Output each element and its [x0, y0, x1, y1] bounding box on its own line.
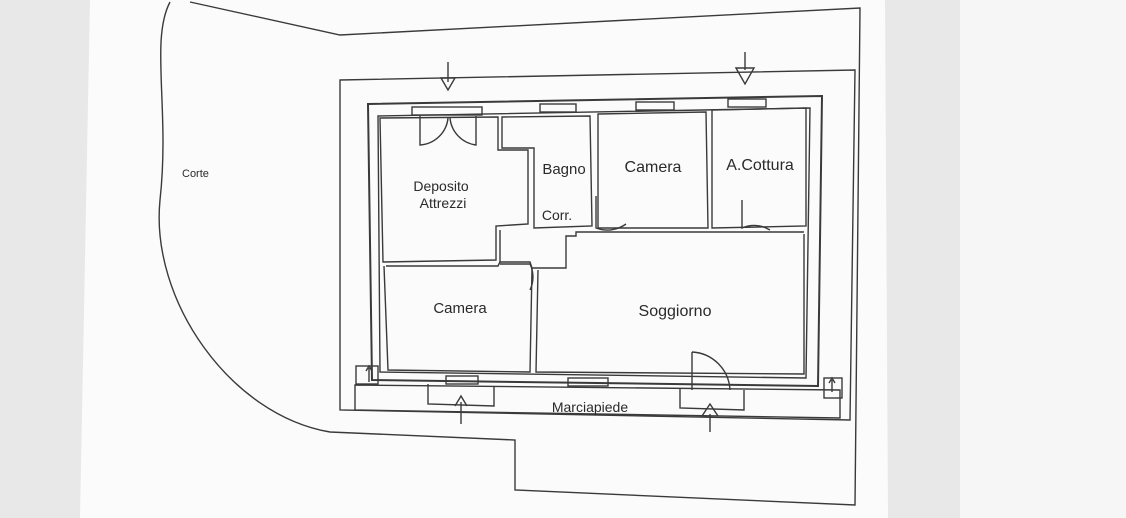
- door-entrance: [691, 351, 731, 391]
- door-cottura: [741, 200, 771, 231]
- label-corte: Corte: [182, 168, 209, 180]
- room-deposito: [379, 116, 529, 263]
- label-deposito-line1: Deposito: [413, 178, 468, 194]
- label-camera-top: Camera: [625, 159, 682, 176]
- label-soggiorno: Soggiorno: [639, 303, 712, 320]
- window-7: [355, 365, 379, 385]
- label-cottura: A.Cottura: [726, 157, 794, 174]
- window-2: [539, 103, 577, 113]
- window-8: [823, 377, 843, 399]
- label-corr: Corr.: [542, 207, 572, 223]
- corridor-wall: [499, 230, 804, 269]
- door-bagno: [595, 196, 627, 231]
- window-5: [445, 375, 479, 385]
- door-deposito-left: [419, 116, 449, 146]
- arrow-side-left: [365, 364, 373, 382]
- sidewalk-strip: [354, 384, 841, 419]
- window-1: [411, 106, 483, 116]
- room-cottura: [711, 107, 807, 229]
- window-6: [567, 377, 609, 387]
- paper-right: [960, 0, 1126, 518]
- entrance-step-right: [679, 388, 745, 411]
- courtyard-boundary: [158, 1, 861, 506]
- door-camera-bottom: [500, 263, 534, 291]
- window-3: [635, 101, 675, 111]
- room-bagno: [501, 115, 593, 229]
- room-camera-top: [597, 111, 709, 229]
- arrow-side-right: [828, 376, 836, 392]
- arrow-bottom-left: [454, 394, 468, 424]
- door-deposito-right: [449, 116, 477, 146]
- arrow-bottom-right: [701, 402, 719, 432]
- room-camera-bottom: [383, 261, 533, 373]
- exterior-wall: [366, 94, 824, 388]
- arrow-top-left: [439, 62, 457, 92]
- label-deposito-line2: Attrezzi: [420, 195, 467, 211]
- label-camera-bottom: Camera: [433, 300, 487, 317]
- label-bagno: Bagno: [542, 161, 585, 178]
- building-outline: [339, 69, 856, 421]
- arrow-top-right: [734, 52, 756, 86]
- window-4: [727, 98, 767, 108]
- label-marciapiede: Marciapiede: [552, 399, 628, 415]
- room-soggiorno: [535, 234, 805, 375]
